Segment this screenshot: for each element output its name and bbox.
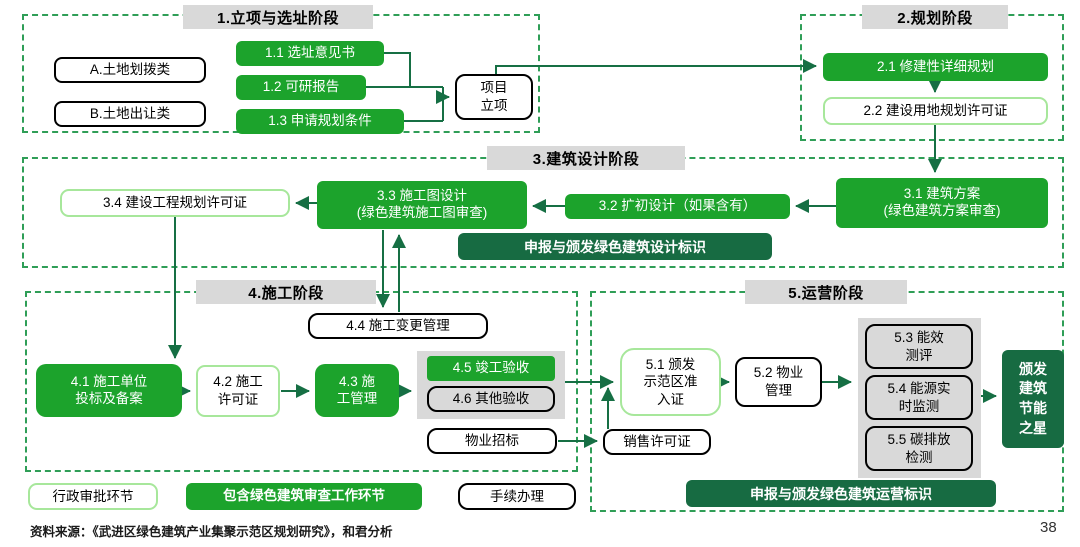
sales-permit-box: 销售许可证: [603, 429, 711, 455]
box-5-1-demo-zone-entry-permit: 5.1 颁发 示范区准 入证: [620, 348, 721, 416]
box-5-2-line2: 管理: [765, 383, 792, 398]
box-2-2-land-use-permit: 2.2 建设用地规划许可证: [823, 97, 1048, 125]
stage3-title: 3.建筑设计阶段: [532, 150, 640, 168]
project-approval-line1: 项目: [480, 80, 508, 96]
box-3-4-label: 3.4 建设工程规划许可证: [102, 195, 248, 211]
box-5-2-line1: 5.2 物业: [753, 365, 804, 381]
design-label-banner: 申报与颁发绿色建筑设计标识: [458, 233, 772, 260]
box-5-4-realtime-energy-monitoring: 5.4 能源实 时监测: [865, 375, 973, 420]
box-5-5-line1: 5.5 碳排放: [887, 431, 951, 447]
box-5-3-line2: 测评: [905, 347, 933, 363]
energy-star-award-box: 颁发 建筑 节能 之星: [1002, 350, 1064, 448]
legend-admin-approval: 行政审批环节: [28, 483, 158, 510]
legend-green-review-label: 包含绿色建筑审查工作环节: [223, 488, 385, 504]
box-5-4-line2: 时监测: [898, 398, 940, 414]
box-4-1-line2: 投标及备案: [75, 390, 143, 406]
box-5-2-property-management: 5.2 物业 管理: [735, 357, 822, 407]
box-5-3-energy-efficiency-evaluation: 5.3 能效 测评: [865, 324, 973, 369]
energy-star-line3: 节能: [1019, 400, 1047, 416]
legend-green-review: 包含绿色建筑审查工作环节: [186, 483, 422, 510]
legend-procedure: 手续办理: [458, 483, 576, 510]
stage2-header: 2.规划阶段: [862, 5, 1008, 29]
operation-label-banner: 申报与颁发绿色建筑运营标识: [686, 480, 996, 507]
box-4-2-line2: 许可证: [217, 392, 259, 407]
line-s11-merge: [384, 52, 411, 87]
property-bidding-box: 物业招标: [427, 428, 557, 454]
box-5-3-line1: 5.3 能效: [894, 329, 944, 345]
stage4-header: 4.施工阶段: [196, 280, 376, 304]
box-5-4-line1: 5.4 能源实: [887, 380, 951, 396]
stage5-title: 5.运营阶段: [788, 284, 864, 302]
box-5-5-line2: 检测: [905, 449, 933, 465]
box-4-4-change-management: 4.4 施工变更管理: [308, 313, 488, 339]
box-4-6-label: 4.6 其他验收: [452, 391, 530, 407]
land-allocation-box: A.土地划拨类: [54, 57, 206, 83]
energy-star-line1: 颁发: [1019, 360, 1047, 377]
box-4-3-line2: 工管理: [336, 390, 378, 406]
energy-star-line2: 建筑: [1019, 380, 1047, 397]
legend-admin-label: 行政审批环节: [52, 488, 134, 504]
design-label-banner-text: 申报与颁发绿色建筑设计标识: [524, 238, 706, 255]
project-approval-line2: 立项: [480, 98, 508, 113]
box-4-1-line1: 4.1 施工单位: [70, 373, 148, 389]
box-4-2-line1: 4.2 施工: [213, 374, 263, 390]
box-1-2-feasibility-report: 1.2 可研报告: [236, 75, 366, 100]
box-1-3-planning-conditions: 1.3 申请规划条件: [236, 109, 404, 134]
sales-permit-label: 销售许可证: [623, 434, 691, 450]
page-number-text: 38: [1040, 519, 1057, 536]
monitoring-panel: [858, 318, 981, 478]
project-approval-box: 项目 立项: [455, 74, 533, 120]
source-note: 资料来源：《武进区绿色建筑产业集聚示范区规划研究》，和君分析: [30, 521, 393, 540]
box-4-6-other-acceptance: 4.6 其他验收: [427, 386, 555, 412]
box-4-5-label: 4.5 竣工验收: [452, 360, 530, 376]
box-3-1-line1: 3.1 建筑方案: [903, 186, 981, 202]
box-5-1-line1: 5.1 颁发: [645, 356, 696, 372]
stage5-header: 5.运营阶段: [745, 280, 907, 304]
box-1-1-site-opinion: 1.1 选址意见书: [236, 41, 384, 66]
box-2-2-label: 2.2 建设用地规划许可证: [863, 103, 1008, 119]
land-transfer-box: B.土地出让类: [54, 101, 206, 127]
box-4-1-bidding-filing: 4.1 施工单位 投标及备案: [36, 364, 182, 417]
box-3-2-preliminary-design: 3.2 扩初设计（如果含有）: [565, 194, 790, 219]
arrow-project-to-s21: [495, 59, 817, 74]
legend-procedure-label: 手续办理: [490, 488, 544, 504]
stage3-header: 3.建筑设计阶段: [487, 146, 685, 170]
box-4-4-label: 4.4 施工变更管理: [346, 318, 450, 334]
box-3-3-line2: (绿色建筑施工图审查): [356, 205, 488, 220]
box-4-2-construction-permit: 4.2 施工 许可证: [196, 365, 280, 417]
box-3-2-label: 3.2 扩初设计（如果含有）: [598, 198, 757, 214]
box-2-1-label: 2.1 修建性详细规划: [876, 58, 995, 74]
box-4-5-completion-acceptance: 4.5 竣工验收: [427, 356, 555, 381]
box-3-1-line2: (绿色建筑方案审查): [883, 203, 1001, 218]
box-3-4-project-planning-permit: 3.4 建设工程规划许可证: [60, 189, 290, 217]
page-number: 38: [1040, 519, 1057, 536]
box-1-2-label: 1.2 可研报告: [262, 79, 340, 95]
operation-label-banner-text: 申报与颁发绿色建筑运营标识: [750, 485, 932, 502]
box-4-3-construction-management: 4.3 施 工管理: [315, 364, 399, 417]
box-1-1-label: 1.1 选址意见书: [264, 45, 356, 61]
box-3-3-line1: 3.3 施工图设计: [376, 188, 468, 204]
box-3-3-construction-drawing-design: 3.3 施工图设计 (绿色建筑施工图审查): [317, 181, 527, 229]
box-1-3-label: 1.3 申请规划条件: [268, 113, 372, 129]
land-transfer-label: B.土地出让类: [89, 106, 171, 122]
box-2-1-detailed-plan: 2.1 修建性详细规划: [823, 53, 1048, 81]
land-allocation-label: A.土地划拨类: [89, 62, 171, 78]
box-4-3-line1: 4.3 施: [338, 373, 376, 389]
box-5-5-carbon-emission-testing: 5.5 碳排放 检测: [865, 426, 973, 471]
stage4-title: 4.施工阶段: [248, 284, 324, 302]
property-bidding-label: 物业招标: [465, 433, 519, 449]
box-3-1-architectural-scheme: 3.1 建筑方案 (绿色建筑方案审查): [836, 178, 1048, 228]
source-note-text: 资料来源：《武进区绿色建筑产业集聚示范区规划研究》，和君分析: [30, 525, 393, 539]
box-5-1-line2: 示范区准: [643, 374, 698, 390]
stage1-header: 1.立项与选址阶段: [183, 5, 373, 29]
stage1-title: 1.立项与选址阶段: [216, 9, 339, 27]
box-5-1-line3: 入证: [657, 391, 684, 407]
energy-star-line4: 之星: [1019, 419, 1047, 436]
stage2-title: 2.规划阶段: [897, 9, 973, 27]
